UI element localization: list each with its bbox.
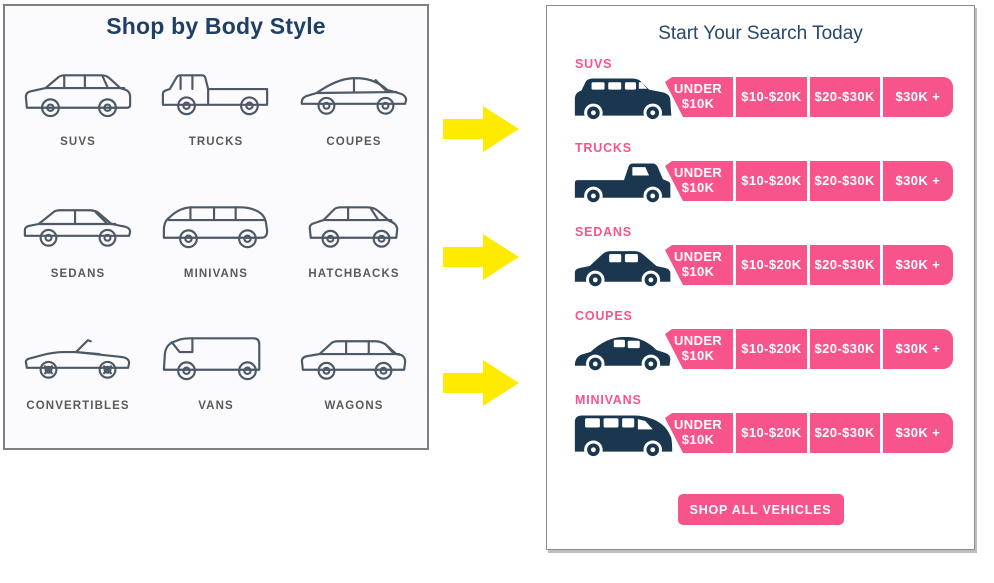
price-button-20-30k[interactable]: $20-$30K [809, 77, 880, 117]
price-button-under-10k[interactable]: UNDER $10K [665, 161, 734, 201]
body-style-label: TRUCKS [188, 136, 244, 148]
wagon-outline-icon [300, 340, 407, 380]
body-style-label: SEDANS [50, 268, 106, 280]
sedan-outline-icon [23, 209, 132, 247]
body-style-label: COUPES [326, 136, 382, 148]
search-row-suvs: SUVS UNDER $10K $10-$20K $20-$3 [573, 57, 953, 123]
sedan-silhouette-icon [574, 251, 671, 290]
coupe-silhouette-icon [574, 337, 671, 374]
minivan-silhouette-icon [574, 415, 673, 459]
price-bar: UNDER $10K $10-$20K $20-$30K $30K + [663, 161, 953, 201]
body-style-item-vans[interactable]: VANS [147, 312, 285, 444]
price-button-30k-plus[interactable]: $30K + [882, 413, 953, 453]
body-style-item-sedans[interactable]: SEDANS [9, 180, 147, 312]
price-button-20-30k[interactable]: $20-$30K [809, 329, 880, 369]
body-style-item-coupes[interactable]: COUPES [285, 48, 423, 180]
body-style-label: VANS [198, 400, 234, 412]
price-button-10-20k[interactable]: $10-$20K [736, 245, 807, 285]
price-bar: UNDER $10K $10-$20K $20-$30K $30K + [663, 413, 953, 453]
minivan-outline-icon [162, 206, 269, 249]
row-label: TRUCKS [575, 141, 632, 155]
price-button-10-20k[interactable]: $10-$20K [736, 413, 807, 453]
arrows-column [443, 0, 523, 583]
body-style-label: WAGONS [324, 400, 384, 412]
body-style-item-minivans[interactable]: MINIVANS [147, 180, 285, 312]
body-style-label: CONVERTIBLES [26, 400, 130, 412]
truck-outline-icon [161, 74, 269, 116]
search-row-sedans: SEDANS UNDER $10K $10-$20K $20-$30K $30K… [573, 225, 953, 290]
price-button-20-30k[interactable]: $20-$30K [809, 161, 880, 201]
price-bar: UNDER $10K $10-$20K $20-$30K $30K + [663, 77, 953, 117]
body-style-label: SUVS [60, 136, 96, 148]
body-style-item-wagons[interactable]: WAGONS [285, 312, 423, 444]
price-bar: UNDER $10K $10-$20K $20-$30K $30K + [663, 329, 953, 369]
suv-outline-icon [24, 74, 132, 118]
price-button-10-20k[interactable]: $10-$20K [736, 329, 807, 369]
convertible-outline-icon [24, 339, 131, 379]
shop-all-vehicles-button[interactable]: SHOP ALL VEHICLES [677, 494, 844, 525]
row-label: MINIVANS [575, 393, 642, 407]
shop-by-body-style-panel: Shop by Body Style SUVS TRUCKS [3, 4, 429, 450]
truck-silhouette-icon [574, 163, 671, 206]
arrow-right-icon [443, 106, 519, 152]
price-button-30k-plus[interactable]: $30K + [882, 77, 953, 117]
left-panel-title: Shop by Body Style [106, 13, 326, 39]
search-row-minivans: MINIVANS UNDER $10K $10-$20K $2 [573, 393, 953, 459]
body-style-grid: SUVS TRUCKS COUPES [5, 48, 427, 444]
row-label: SEDANS [575, 225, 632, 239]
body-style-label: MINIVANS [183, 268, 249, 280]
body-style-item-suvs[interactable]: SUVS [9, 48, 147, 180]
body-style-item-convertibles[interactable]: CONVERTIBLES [9, 312, 147, 444]
start-your-search-panel: Start Your Search Today SUVS [546, 5, 975, 550]
price-button-30k-plus[interactable]: $30K + [882, 329, 953, 369]
price-button-10-20k[interactable]: $10-$20K [736, 161, 807, 201]
row-label: SUVS [575, 57, 613, 71]
price-bar: UNDER $10K $10-$20K $20-$30K $30K + [663, 245, 953, 285]
body-style-item-trucks[interactable]: TRUCKS [147, 48, 285, 180]
price-button-30k-plus[interactable]: $30K + [882, 245, 953, 285]
van-outline-icon [162, 337, 261, 381]
coupe-outline-icon [300, 77, 408, 115]
price-button-under-10k[interactable]: UNDER $10K [665, 245, 734, 285]
right-panel-title: Start Your Search Today [658, 23, 863, 44]
suv-silhouette-icon [574, 78, 672, 123]
arrow-right-icon [443, 234, 519, 280]
price-button-30k-plus[interactable]: $30K + [882, 161, 953, 201]
price-button-20-30k[interactable]: $20-$30K [809, 413, 880, 453]
arrow-right-icon [443, 360, 519, 406]
row-label: COUPES [575, 309, 633, 323]
search-rows: SUVS UNDER $10K $10-$20K $20-$3 [547, 57, 974, 459]
search-row-trucks: TRUCKS UNDER $10K $10-$20K $20-$30K $30K… [573, 141, 953, 206]
price-button-10-20k[interactable]: $10-$20K [736, 77, 807, 117]
price-button-20-30k[interactable]: $20-$30K [809, 245, 880, 285]
body-style-label: HATCHBACKS [308, 268, 400, 280]
search-row-coupes: COUPES UNDER $10K $10-$20K $20-$30K $30K… [573, 309, 953, 374]
body-style-item-hatchbacks[interactable]: HATCHBACKS [285, 180, 423, 312]
hatchback-outline-icon [308, 206, 399, 248]
